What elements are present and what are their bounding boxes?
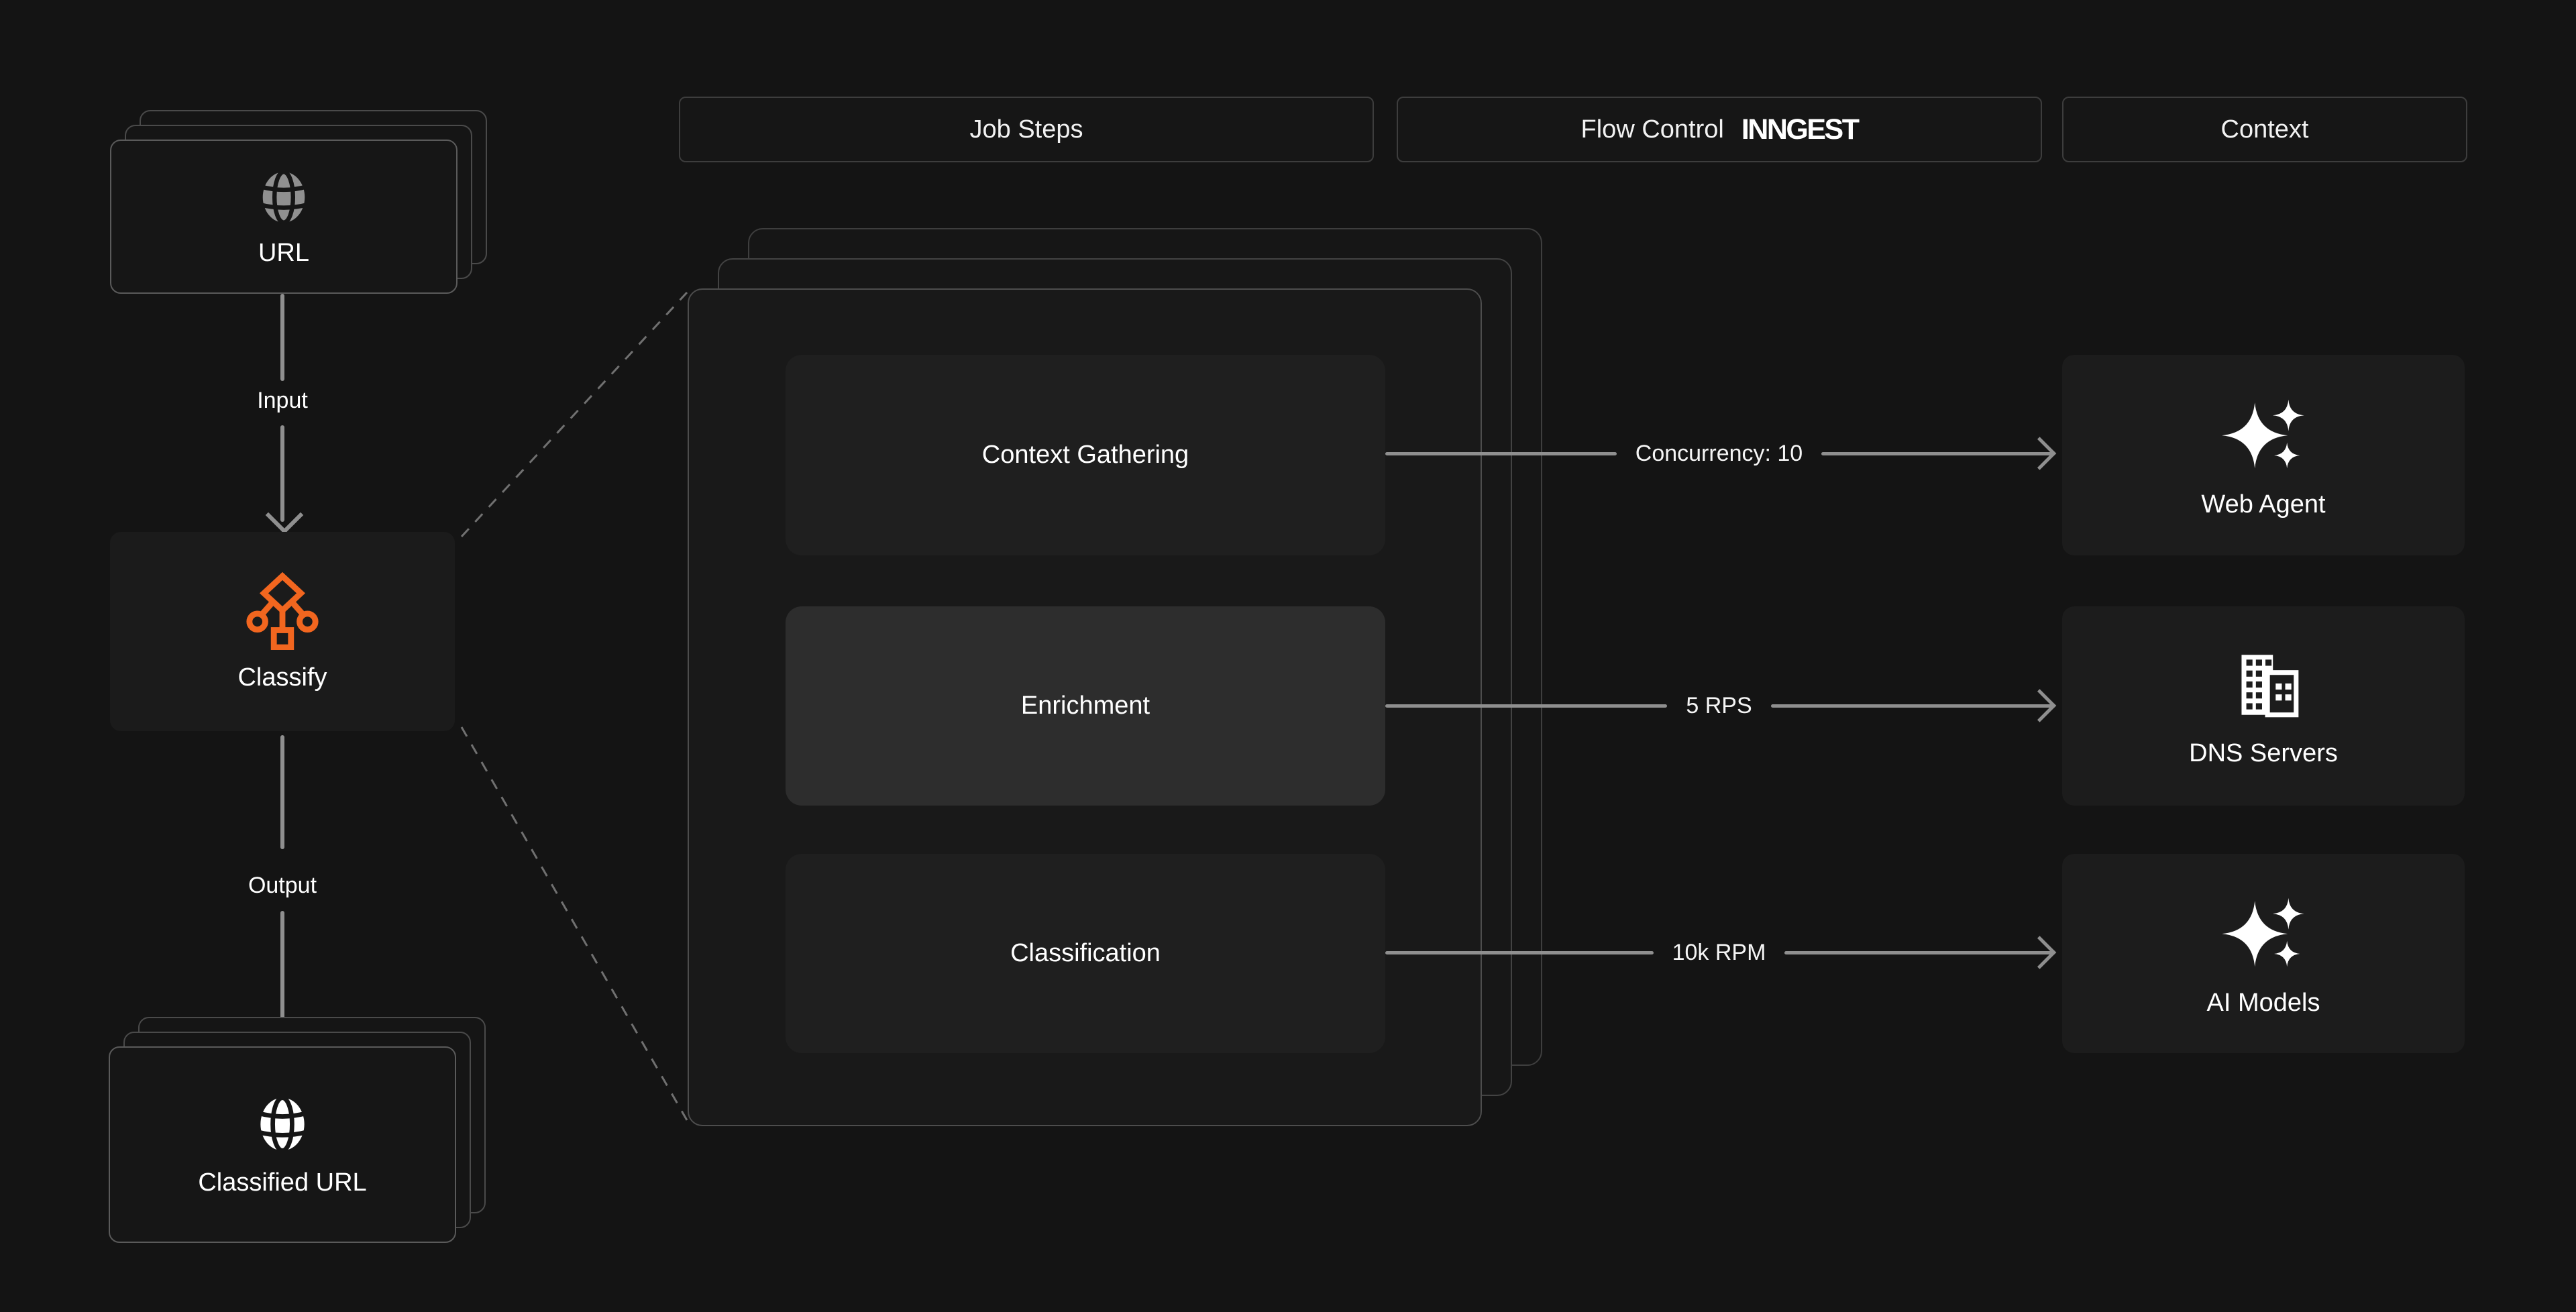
- flow-control-rps-label: 5 RPS: [1686, 692, 1752, 718]
- output-edge-line: [280, 911, 284, 1034]
- url-node: URL: [110, 140, 458, 294]
- connector-line: [1385, 451, 1617, 455]
- header-job-steps-label: Job Steps: [969, 115, 1083, 144]
- connector-line: [1385, 950, 1654, 954]
- input-edge-line: [280, 294, 284, 381]
- step-context-gathering-label: Context Gathering: [981, 441, 1189, 469]
- service-ai-models-label: AI Models: [2206, 989, 2320, 1017]
- flow-control-concurrency-label: Concurrency: 10: [1635, 440, 1803, 466]
- header-context: Context: [2062, 97, 2467, 162]
- decision-tree-icon: [246, 571, 319, 650]
- classify-node: Classify: [110, 532, 455, 731]
- classified-url-node-label: Classified URL: [198, 1168, 367, 1197]
- step-enrichment: Enrichment: [786, 606, 1385, 806]
- step-classification-label: Classification: [1010, 939, 1161, 967]
- url-node-label: URL: [258, 238, 310, 267]
- flow-control-rps: 5 RPS: [1385, 679, 2053, 732]
- connector-line: [1385, 704, 1668, 708]
- service-web-agent: Web Agent: [2062, 355, 2465, 555]
- header-context-label: Context: [2220, 115, 2309, 144]
- classify-node-label: Classify: [237, 663, 327, 692]
- arrow-right-icon: [1770, 704, 2053, 708]
- output-edge-line: [280, 735, 284, 849]
- service-dns-servers-label: DNS Servers: [2189, 739, 2338, 767]
- inngest-logo: INNGEST: [1741, 113, 1860, 146]
- input-edge-label: Input: [257, 388, 308, 413]
- sparkles-icon: [2222, 399, 2304, 469]
- arrow-right-icon: [1784, 950, 2053, 954]
- header-job-steps: Job Steps: [679, 97, 1374, 162]
- service-ai-models: AI Models: [2062, 854, 2465, 1053]
- classified-url-node: Classified URL: [109, 1046, 456, 1243]
- flow-control-concurrency: Concurrency: 10: [1385, 427, 2053, 480]
- arrow-right-icon: [1821, 451, 2053, 455]
- service-web-agent-label: Web Agent: [2201, 490, 2326, 518]
- step-context-gathering: Context Gathering: [786, 355, 1385, 555]
- header-flow-control-label: Flow Control: [1580, 115, 1724, 144]
- step-enrichment-label: Enrichment: [1020, 692, 1150, 720]
- service-dns-servers: DNS Servers: [2062, 606, 2465, 806]
- input-edge-line: [280, 425, 284, 522]
- sparkles-icon: [2222, 897, 2304, 967]
- globe-icon: [259, 169, 309, 225]
- globe-icon: [256, 1095, 309, 1153]
- buildings-icon: [2241, 655, 2299, 718]
- flow-control-rpm-label: 10k RPM: [1672, 939, 1766, 965]
- header-flow-control: Flow Control INNGEST: [1397, 97, 2042, 162]
- arrow-down-icon: [265, 496, 304, 535]
- output-edge-label: Output: [248, 873, 317, 898]
- flow-control-rpm: 10k RPM: [1385, 926, 2053, 979]
- step-classification: Classification: [786, 854, 1385, 1053]
